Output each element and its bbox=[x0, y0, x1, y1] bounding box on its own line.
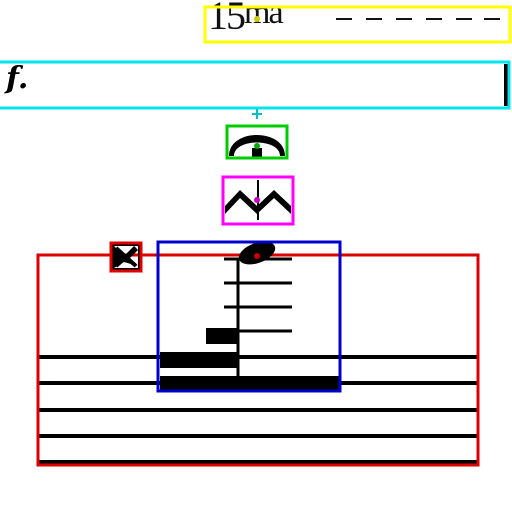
ottava-suffix: ma bbox=[244, 0, 284, 31]
dynamic-mark: f. bbox=[6, 61, 29, 96]
fermata-center-dot bbox=[254, 143, 260, 149]
ornament-center-dot bbox=[254, 197, 260, 203]
dynamic-bounding-box[interactable] bbox=[0, 60, 511, 110]
staff bbox=[38, 355, 478, 464]
beam-upper bbox=[206, 328, 238, 344]
chord-center-dot bbox=[254, 253, 260, 259]
beam-lower bbox=[160, 376, 340, 390]
ottava-bounding-box[interactable] bbox=[203, 5, 512, 44]
ledger-lines bbox=[224, 257, 292, 333]
ornament-bounding-box[interactable] bbox=[221, 175, 295, 226]
ottava-center-dot bbox=[254, 16, 260, 22]
fermata-bounding-box[interactable] bbox=[225, 124, 289, 160]
accidental-bounding-box[interactable] bbox=[109, 241, 143, 273]
double-sharp-icon bbox=[112, 244, 140, 270]
dynamic-anchor-marker bbox=[252, 109, 262, 119]
fermata-icon bbox=[229, 135, 285, 157]
beam-mid bbox=[160, 352, 238, 368]
staff-bounding-box[interactable] bbox=[36, 253, 480, 467]
chord-bounding-box[interactable] bbox=[156, 240, 342, 393]
note-chord bbox=[160, 241, 340, 390]
